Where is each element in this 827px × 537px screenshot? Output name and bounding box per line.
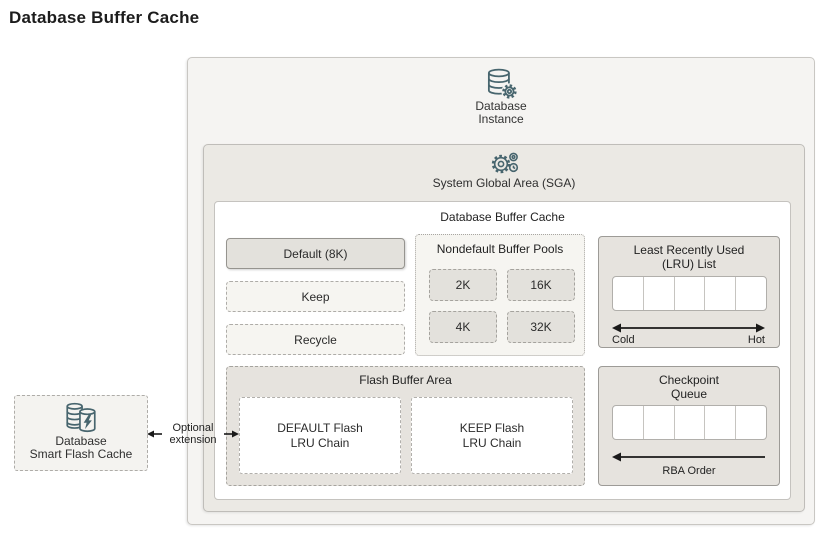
keep-chain-line2: LRU Chain [462, 435, 522, 450]
pool-keep: Keep [226, 281, 405, 312]
sga-label: System Global Area (SGA) [432, 176, 576, 190]
database-instance-label-line1: Database [475, 99, 527, 113]
database-gear-icon [487, 68, 518, 100]
checkpoint-buffer-cells [612, 405, 767, 440]
connector-label-line1: Optional [172, 422, 214, 434]
lru-list-box: Least Recently Used (LRU) List [598, 236, 780, 348]
page-title: Database Buffer Cache [9, 8, 200, 27]
pool-16k: 16K [507, 269, 575, 301]
pool-2k: 2K [429, 269, 497, 301]
lru-list-title: Least Recently Used (LRU) List [599, 243, 779, 271]
checkpoint-cell [675, 406, 706, 439]
buffer-cache-box: Database Buffer Cache Default (8K) Keep … [214, 201, 791, 500]
buffer-cache-title: Database Buffer Cache [440, 210, 565, 224]
rba-order-left-arrow [612, 452, 765, 462]
smart-flash-label-line1: Database [55, 434, 107, 448]
checkpoint-cell [613, 406, 644, 439]
cold-hot-double-arrow [612, 323, 765, 333]
database-instance-label-line2: Instance [478, 112, 524, 126]
database-instance-box: Database Instance System Global Area (SG… [187, 57, 815, 525]
connector-label-line2: extension [169, 434, 217, 446]
database-instance-header: Database Instance [188, 66, 814, 126]
checkpoint-title-line1: Checkpoint [658, 373, 720, 387]
pool-32k: 32K [507, 311, 575, 343]
default-chain-line2: LRU Chain [290, 435, 350, 450]
lru-title-line2: (LRU) List [661, 257, 716, 271]
keep-chain-line1: KEEP Flash [459, 420, 525, 435]
lru-cell [736, 277, 766, 310]
lru-buffer-cells [612, 276, 767, 311]
checkpoint-queue-box: Checkpoint Queue RBA Order [598, 366, 780, 486]
lru-cell [613, 277, 644, 310]
checkpoint-cell [644, 406, 675, 439]
checkpoint-cell [705, 406, 737, 439]
keep-flash-lru-chain: KEEP Flash LRU Chain [411, 397, 573, 474]
flash-buffer-area-title: Flash Buffer Area [359, 373, 452, 387]
hot-label: Hot [747, 334, 765, 346]
pool-default: Default (8K) [226, 238, 405, 269]
pool-4k: 4K [429, 311, 497, 343]
arrow-left-icon [147, 430, 162, 438]
sga-box: System Global Area (SGA) Database Buffer… [203, 144, 805, 512]
lru-cell [644, 277, 675, 310]
sga-header: System Global Area (SGA) [204, 150, 804, 190]
smart-flash-label-line2: Smart Flash Cache [29, 447, 133, 461]
smart-flash-cache-box: Database Smart Flash Cache [14, 395, 148, 471]
checkpoint-title-line2: Queue [670, 387, 708, 401]
database-lightning-icon [66, 402, 96, 433]
lru-title-line1: Least Recently Used [633, 243, 745, 257]
arrow-right-icon [224, 430, 239, 438]
nondefault-buffer-pools-box: Nondefault Buffer Pools 2K 16K 4K 32K [415, 234, 585, 356]
default-flash-lru-chain: DEFAULT Flash LRU Chain [239, 397, 401, 474]
gear-clock-icon [491, 152, 519, 174]
checkpoint-cell [736, 406, 766, 439]
lru-cell [675, 277, 706, 310]
optional-extension-label: Optional extension [162, 422, 224, 446]
flash-buffer-area-box: Flash Buffer Area DEFAULT Flash LRU Chai… [226, 366, 585, 486]
cold-label: Cold [612, 334, 635, 346]
lru-cell [705, 277, 737, 310]
rba-order-label: RBA Order [662, 465, 716, 477]
checkpoint-queue-title: Checkpoint Queue [599, 373, 779, 401]
nondefault-buffer-pools-title: Nondefault Buffer Pools [436, 242, 564, 256]
optional-extension-connector: Optional extension [147, 416, 239, 452]
default-chain-line1: DEFAULT Flash [277, 420, 363, 435]
pool-recycle: Recycle [226, 324, 405, 355]
